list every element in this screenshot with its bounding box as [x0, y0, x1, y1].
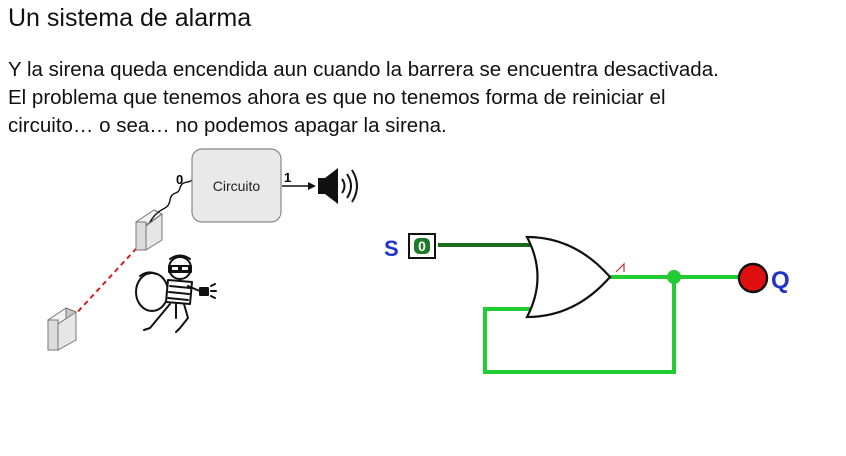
input-switch-face[interactable] — [414, 238, 430, 254]
or-gate — [525, 235, 612, 319]
gate-delay-mark — [615, 262, 625, 273]
output-led — [737, 262, 769, 294]
circuit-input-value: 0 — [176, 172, 183, 187]
circuit-box — [191, 148, 282, 223]
circuit-output-value: 1 — [284, 170, 291, 185]
input-switch-value: 0 — [418, 238, 426, 254]
circuit-box-label: Circuito — [213, 178, 261, 194]
laser-receiver — [135, 209, 163, 251]
slide-title: Un sistema de alarma — [8, 4, 252, 32]
sensor-wire — [149, 179, 193, 223]
input-label: S — [384, 236, 399, 261]
laser-beam — [71, 237, 147, 319]
alarm-illustration: 0 Circuito 1 — [46, 148, 358, 351]
junction-node — [667, 270, 681, 284]
paragraph-line-1: Y la sirena queda encendida aun cuando l… — [8, 58, 719, 81]
arrow-head-icon — [308, 182, 316, 190]
thief-icon — [135, 254, 217, 333]
output-label: Q — [771, 267, 790, 294]
logic-circuit: 0 S Q — [384, 233, 790, 374]
paragraph-line-2: El problema que tenemos ahora es que no … — [8, 86, 666, 109]
feedback-wire — [483, 277, 676, 374]
speaker-icon — [318, 168, 358, 204]
paragraph-line-3: circuito… o sea… no podemos apagar la si… — [8, 114, 447, 137]
slide-paragraph: Y la sirena queda encendida aun cuando l… — [8, 56, 838, 140]
laser-emitter — [46, 307, 78, 351]
